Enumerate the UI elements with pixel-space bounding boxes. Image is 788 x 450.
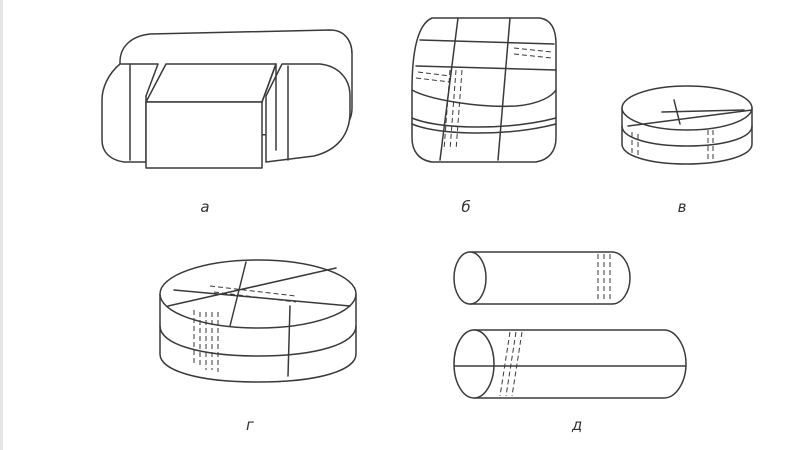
shape-b-tie-3 [455,69,463,151]
shape-b-top-face [411,89,557,108]
shape-b-tie-5 [415,77,451,83]
shape-v [621,85,753,165]
shape-v-top-line [627,109,753,127]
shape-g-top-line-3 [229,261,247,327]
shape-b [411,17,557,163]
shape-a-right-wing [265,63,351,163]
shape-b-body [411,17,557,163]
shape-b-tie-1 [443,69,451,151]
shape-d-large-tie-2 [505,331,517,397]
label-v: в [678,198,687,216]
shape-v-band [621,125,753,147]
shape-b-tie-6 [513,47,553,53]
scan-edge [0,0,3,450]
shape-d-large-tie-3 [511,331,523,397]
shape-g-vertical [287,305,291,377]
shape-d-large-end [453,329,495,399]
shape-b-band-horizontal [411,117,557,128]
shape-a-center-front [145,101,263,169]
shape-g-top [159,259,357,329]
shape-b-tie-7 [513,53,553,59]
label-b: б [461,198,470,216]
shape-b-vertical-2 [497,17,511,161]
shape-g-tie-6 [209,285,297,297]
label-a: а [200,198,209,216]
shape-d-small-body [469,251,631,305]
shape-b-band-horizontal-2 [411,123,557,134]
shape-v-top-line-3 [673,99,681,125]
shape-b-top-line-2 [415,65,557,71]
shape-a-center-top [145,63,277,103]
shape-a-center-side [261,63,277,103]
shape-g [159,259,357,383]
shape-g-tie-7 [213,291,297,303]
shape-g-top-line-1 [167,267,337,307]
shape-b-top-line-1 [419,39,555,45]
label-g: г [246,416,254,434]
shape-b-tie-2 [449,69,457,151]
shape-b-tie-4 [417,71,451,77]
label-d: д [571,416,582,434]
shape-a [101,29,353,169]
shape-g-band [159,325,357,357]
shape-v-top-line-2 [661,109,745,113]
shape-d-large-body [473,329,687,399]
shape-d-large-tie-1 [499,331,511,397]
shape-d-small-end [453,251,487,305]
shape-d [453,251,687,399]
shape-v-top [621,85,753,131]
